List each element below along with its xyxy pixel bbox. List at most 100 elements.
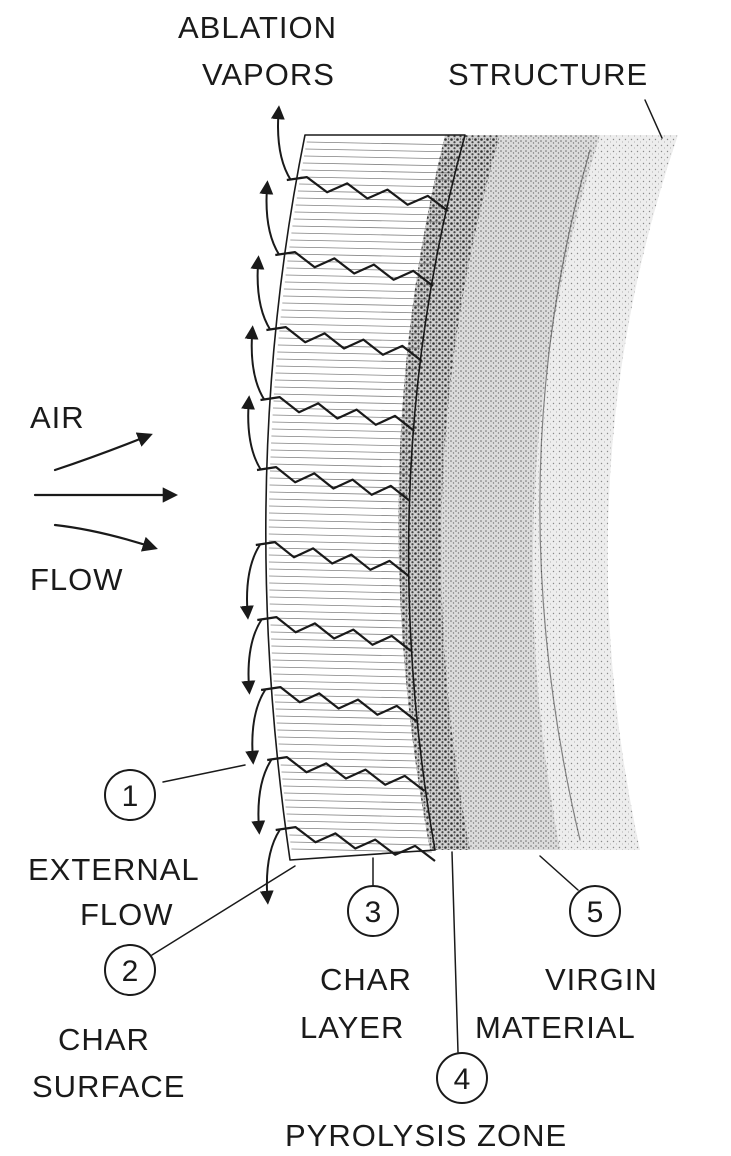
char-hatch-line [287, 821, 427, 824]
ablation-vapors-label-line2: VAPORS [202, 57, 335, 92]
callout-4-leader [452, 852, 458, 1052]
char-hatch-line [269, 583, 406, 586]
char-hatch-line [283, 786, 422, 789]
char-hatch-line [272, 422, 411, 425]
flow-label: FLOW [30, 562, 124, 597]
structure-leader [645, 100, 662, 138]
char-hatch-line [284, 793, 423, 796]
char-hatch-line [280, 324, 423, 327]
char-hatch-line [276, 373, 417, 376]
char-hatch-line [291, 233, 439, 236]
char-hatch-line [273, 667, 410, 670]
char-hatch-line [277, 359, 419, 362]
char-hatch-line [290, 842, 430, 845]
char-hatch-line [282, 303, 426, 306]
callout-3-number: 3 [365, 896, 382, 929]
char-hatch-line [269, 492, 407, 495]
char-hatch-line [284, 289, 429, 292]
air-label: AIR [30, 400, 85, 435]
char-hatch-line [288, 254, 434, 257]
external-flow-label-line2: FLOW [80, 897, 174, 932]
char-hatch-line [269, 590, 406, 593]
char-hatch-line [269, 541, 406, 544]
char-layer-label-line1: CHAR [320, 962, 412, 997]
char-hatch-line [269, 506, 406, 509]
char-hatch-line [269, 569, 406, 572]
char-hatch-line [271, 443, 410, 446]
char-hatch-line [270, 471, 408, 474]
char-hatch-line [274, 394, 414, 397]
char-hatch-line [285, 282, 430, 285]
structure-label: STRUCTURE [448, 57, 648, 92]
char-hatch-line [287, 814, 426, 817]
ablation-vapor-arrow [247, 545, 260, 617]
ablation-vapor-arrow [252, 328, 265, 400]
char-hatch-line [304, 156, 457, 159]
char-hatch-line [272, 660, 409, 663]
callout-5-number: 5 [587, 896, 604, 929]
char-hatch-line [269, 555, 406, 558]
char-hatch-line [270, 464, 408, 467]
char-hatch-line [282, 310, 426, 313]
char-hatch-line [280, 758, 418, 761]
external-flow-label-line1: EXTERNAL [28, 852, 200, 887]
pyrolysis-zone-label: PYROLYSIS ZONE [285, 1118, 567, 1153]
char-hatch-line [282, 779, 420, 782]
char-hatch-line [300, 177, 451, 180]
char-hatch-line [303, 163, 455, 166]
char-hatch-line [302, 170, 454, 173]
char-hatch-line [271, 639, 408, 642]
char-hatch-line [269, 513, 406, 516]
char-hatch-line [275, 380, 416, 383]
char-hatch-line [271, 450, 410, 453]
virgin-material-label-line1: VIRGIN [545, 962, 658, 997]
char-hatch-line [289, 247, 436, 250]
ablation-vapor-arrows [247, 108, 291, 902]
char-hatch-line [286, 275, 431, 278]
char-hatch-line [277, 730, 414, 733]
virgin-material-label-line2: MATERIAL [475, 1010, 636, 1045]
char-wavy-boundary [287, 177, 448, 211]
char-hatch-line [282, 772, 420, 775]
char-surface-label-line2: SURFACE [32, 1069, 185, 1104]
air-flow-arrow-top [55, 435, 150, 470]
ablation-vapors-label-line1: ABLATION [178, 10, 337, 45]
callout-4-number: 4 [454, 1063, 471, 1096]
ablation-vapor-arrow [267, 183, 280, 255]
char-hatch-line [279, 751, 417, 754]
char-hatch-line [271, 632, 407, 635]
char-hatch-line [270, 611, 406, 614]
char-hatch-line [275, 702, 412, 705]
char-hatch-line [277, 352, 419, 355]
char-hatch-line [290, 240, 437, 243]
ablation-vapor-arrow [278, 108, 291, 180]
ablation-vapor-arrow [267, 830, 280, 902]
char-hatch-line [270, 618, 407, 621]
char-hatch-line [269, 520, 406, 523]
char-hatch-line [276, 709, 413, 712]
char-hatch-line [274, 681, 411, 684]
ablation-vapor-arrow [258, 258, 271, 330]
char-hatch-line [294, 219, 442, 222]
char-hatch-line [276, 716, 413, 719]
char-hatch-line [288, 828, 428, 831]
char-hatch-line [277, 723, 414, 726]
char-hatch-line [269, 499, 407, 502]
char-hatch-line [271, 646, 408, 649]
char-hatch-line [279, 331, 422, 334]
char-hatch-line [276, 366, 417, 369]
char-surface-label-line1: CHAR [58, 1022, 150, 1057]
ablation-vapor-arrow [249, 620, 262, 692]
char-hatch-line [296, 205, 445, 208]
air-flow-arrow-bottom [55, 525, 155, 548]
char-hatch-line [278, 737, 416, 740]
char-hatch-line [298, 191, 448, 194]
char-hatch-line [269, 548, 406, 551]
char-hatch-line [292, 226, 440, 229]
callout-5-leader [540, 856, 578, 890]
callout-1-number: 1 [122, 780, 139, 813]
char-hatch-line [273, 674, 410, 677]
char-hatch-line [269, 576, 406, 579]
char-hatch-line [307, 142, 461, 145]
